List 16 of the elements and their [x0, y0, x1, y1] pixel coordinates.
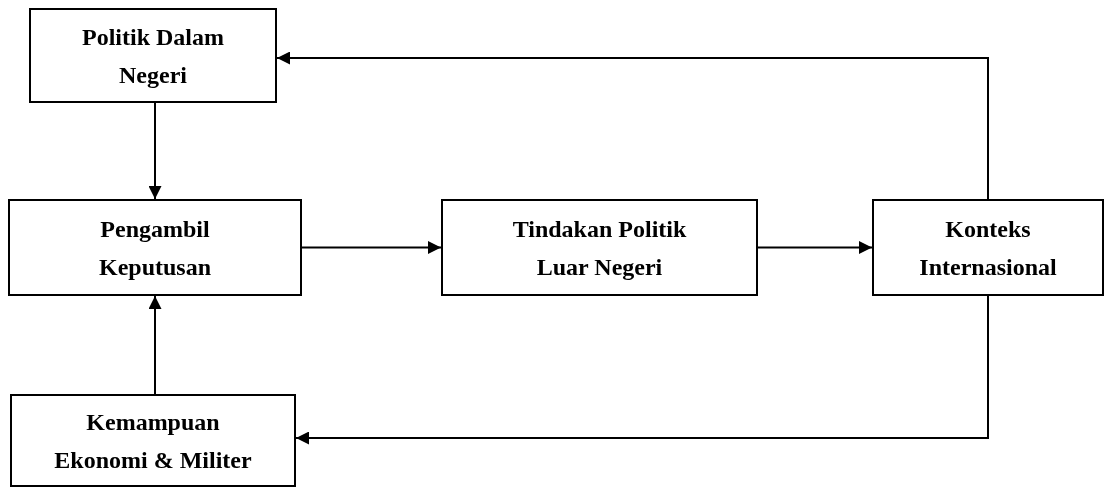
- arrow: [276, 51, 989, 200]
- box-label: Pengambil Keputusan: [97, 214, 212, 282]
- box-label: Politik Dalam Negeri: [81, 22, 225, 90]
- arrow: [295, 295, 989, 445]
- process-box: [441, 199, 758, 296]
- process-box: [10, 394, 296, 487]
- box-label: Kemampuan Ekonomi & Militer: [53, 407, 253, 475]
- arrow: [148, 102, 162, 200]
- arrow: [301, 241, 442, 254]
- arrow: [148, 295, 162, 395]
- arrow: [757, 241, 873, 254]
- box-label: Konteks Internasional: [918, 214, 1058, 282]
- process-box: [29, 8, 277, 103]
- box-label: Tindakan Politik Luar Negeri: [511, 214, 688, 282]
- process-box: [872, 199, 1104, 296]
- process-box: [8, 199, 302, 296]
